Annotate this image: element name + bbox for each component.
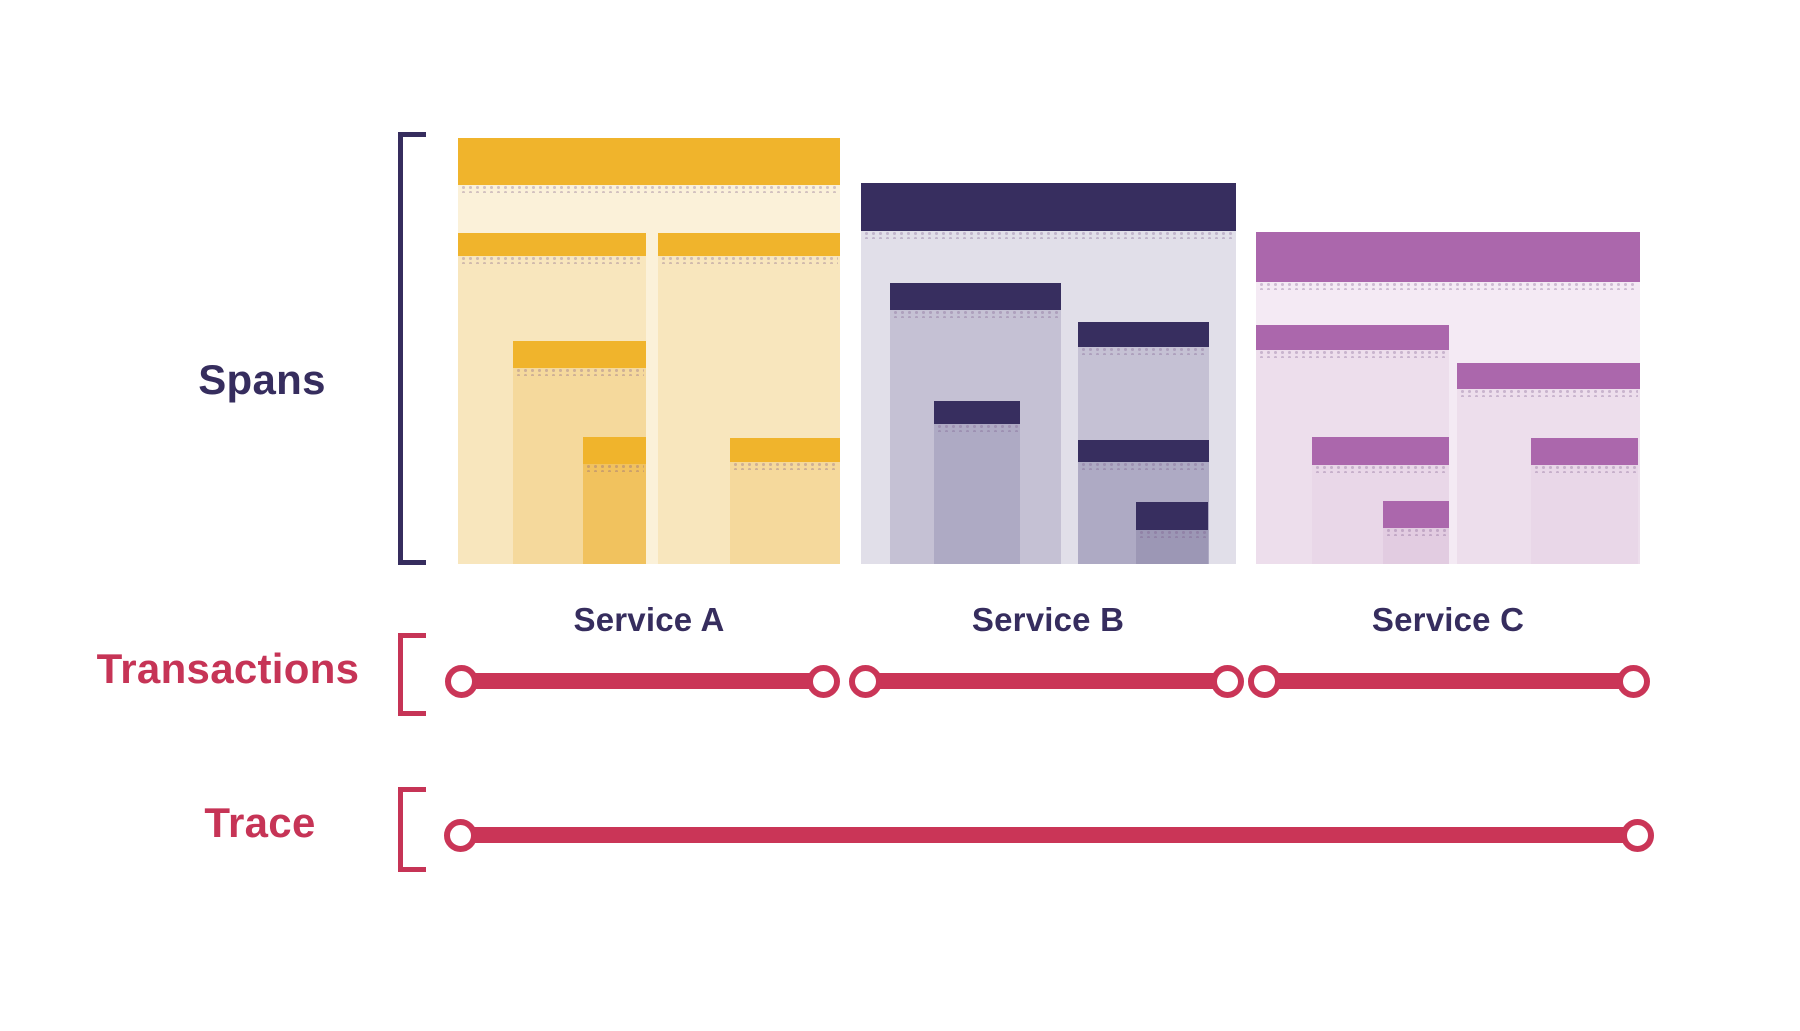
transactions-timeline-endpoint-circle bbox=[848, 664, 882, 698]
transactions-bracket bbox=[398, 633, 426, 716]
service-b-span-bar bbox=[1136, 502, 1208, 538]
trace-bracket bbox=[398, 787, 426, 872]
service-b-span-bar bbox=[1078, 322, 1209, 355]
service-c-span-region bbox=[1531, 465, 1638, 564]
service-a-span-bar bbox=[658, 233, 840, 264]
service-a-span-bar bbox=[458, 233, 646, 264]
service-c-span-region bbox=[1383, 528, 1449, 564]
service-a-span-bar bbox=[458, 138, 840, 193]
service-a-span-region bbox=[583, 464, 646, 564]
transactions-timeline-segment bbox=[865, 673, 1227, 689]
service-b-span-region bbox=[934, 424, 1020, 564]
trace-timeline-segment bbox=[460, 827, 1637, 843]
service-a-span-bar bbox=[583, 437, 646, 472]
row-label-trace: Trace bbox=[204, 799, 316, 846]
transactions-timeline-endpoint-circle bbox=[806, 664, 840, 698]
service-b-span-bar bbox=[1078, 440, 1209, 470]
transactions-timeline-endpoint-circle bbox=[1210, 664, 1244, 698]
transactions-timeline-segment bbox=[461, 673, 823, 689]
service-b-label: Service B bbox=[971, 601, 1125, 638]
row-label-transactions: Transactions bbox=[96, 645, 360, 692]
service-b-span-region bbox=[1136, 530, 1208, 564]
service-c-span-bar bbox=[1457, 363, 1640, 397]
service-b-span-bar bbox=[861, 183, 1236, 239]
trace-timeline-endpoint-circle bbox=[1620, 818, 1654, 852]
transactions-timeline-endpoint-circle bbox=[1616, 664, 1650, 698]
transactions-timeline-segment bbox=[1264, 673, 1633, 689]
service-a-label: Service A bbox=[573, 601, 725, 638]
transactions-timeline-endpoint-circle bbox=[1247, 664, 1281, 698]
service-a-span-bar bbox=[730, 438, 840, 470]
spans-bracket bbox=[398, 132, 426, 565]
trace-timeline-endpoint-circle bbox=[443, 818, 477, 852]
service-c-span-bar bbox=[1383, 501, 1449, 536]
service-a-span-region bbox=[730, 462, 840, 564]
service-c-span-bar bbox=[1256, 232, 1640, 290]
service-a-span-bar bbox=[513, 341, 646, 376]
row-label-spans: Spans bbox=[198, 356, 326, 403]
service-c-span-bar bbox=[1256, 325, 1449, 358]
transactions-timeline-endpoint-circle bbox=[444, 664, 478, 698]
service-b-span-bar bbox=[934, 401, 1020, 432]
service-b-span-bar bbox=[890, 283, 1061, 318]
service-c-span-bar bbox=[1312, 437, 1449, 473]
service-c-span-bar bbox=[1531, 438, 1638, 473]
service-c-label: Service C bbox=[1371, 601, 1525, 638]
